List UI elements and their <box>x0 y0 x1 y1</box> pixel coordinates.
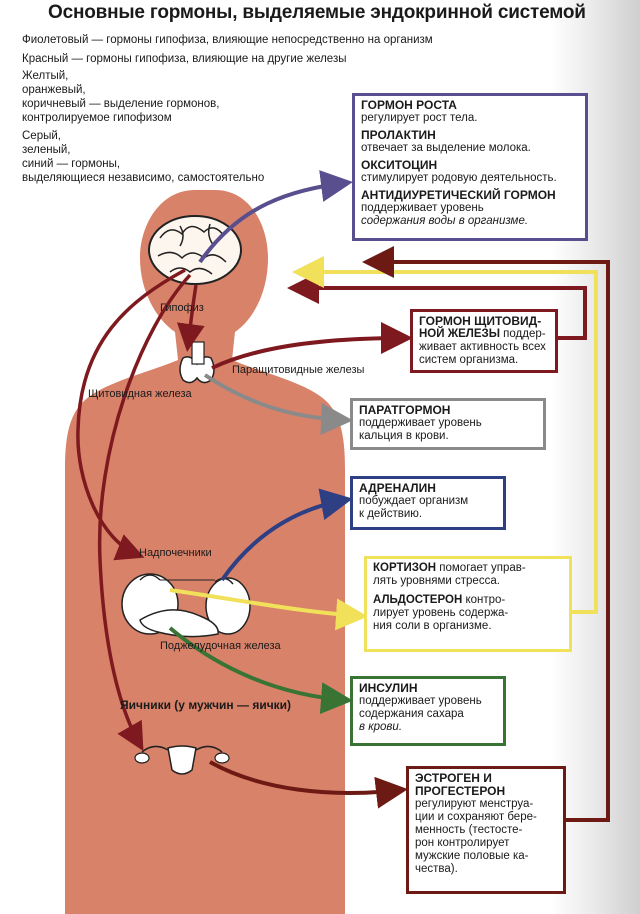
growth-hormone-title: ГОРМОН РОСТА <box>361 98 457 112</box>
aldosterone-title: АЛЬДОСТЕРОН <box>373 594 463 606</box>
legend-independent-4: выделяющиеся независимо, самостоятельно <box>22 172 265 184</box>
arrow-brown-estrogen <box>209 760 408 809</box>
legend-independent-block: Серый, зеленый, синий — гормоны, выделяю… <box>22 129 264 185</box>
cortisone-desc-1: помогает управ- <box>436 562 526 574</box>
estrogen-desc-6: чества). <box>415 863 458 875</box>
box-thyroid-hormone: ГОРМОН ЩИТОВИД- НОЙ ЖЕЛЕЗЫ поддер- живае… <box>410 309 558 373</box>
legend-controlled-block: Желтый, оранжевый, коричневый — выделени… <box>22 69 219 125</box>
oxytocin-title: ОКСИТОЦИН <box>361 158 438 172</box>
adh-desc-1: поддерживает уровень <box>361 202 484 214</box>
aldosterone-desc-3: ния соли в организме. <box>373 620 492 632</box>
prolactin-title: ПРОЛАКТИН <box>361 128 436 142</box>
estrogen-desc-5: мужские половые ка- <box>415 850 529 862</box>
estrogen-desc-1: регулируют менструа- <box>415 798 534 810</box>
estrogen-title-2: ПРОГЕСТЕРОН <box>415 784 506 798</box>
cortisone-title: КОРТИЗОН <box>373 562 437 574</box>
arrow-thyroid-to-box <box>211 322 413 370</box>
thyroid-hormone-desc-3: систем организма. <box>419 354 519 366</box>
page-title: Основные гормоны, выделяемые эндокринной… <box>48 2 586 23</box>
arrow-yellow-feedback <box>292 256 598 614</box>
arrow-red-ovaries <box>97 273 192 752</box>
box-estrogen-progesterone: ЭСТРОГЕН И ПРОГЕСТЕРОН регулируют менстр… <box>406 766 566 894</box>
box-insulin: ИНСУЛИН поддерживает уровень содержания … <box>350 676 506 746</box>
estrogen-desc-3: менность (тестосте- <box>415 824 523 836</box>
box-adrenalin: АДРЕНАЛИН побуждает организм к действию. <box>350 476 506 530</box>
legend-independent-2: зеленый, <box>22 144 71 156</box>
box-parathyroid-hormone: ПАРАТГОРМОН поддерживает уровень кальция… <box>350 398 546 450</box>
arrow-red-pituitary-loop <box>76 268 186 561</box>
aldosterone-desc-2: лирует уровень содержа- <box>373 607 509 619</box>
adrenalin-title: АДРЕНАЛИН <box>359 481 436 495</box>
insulin-desc-3: в крови. <box>359 721 403 733</box>
thyroid-hormone-desc-2: живает активность всех <box>419 341 546 353</box>
adrenalin-desc-2: к действию. <box>359 508 423 520</box>
adrenal-pancreas-icon <box>121 573 251 638</box>
brain-icon <box>148 215 242 285</box>
label-thyroid: Щитовидная железа <box>88 388 192 400</box>
thyroid-hormone-title-1: ГОРМОН ЩИТОВИД- <box>419 314 542 328</box>
arrow-violet-growth <box>198 170 353 264</box>
legend-independent-3: синий — гормоны, <box>22 158 121 170</box>
legend-violet: Фиолетовый — гормоны гипофиза, влияющие … <box>22 34 433 46</box>
prolactin-desc: отвечает за выделение молока. <box>361 142 531 154</box>
aldosterone-desc-1: контро- <box>462 594 506 606</box>
arrow-thyroid-feedback <box>287 272 587 340</box>
thyroid-hormone-title-2: НОЙ ЖЕЛЕЗЫ <box>419 328 500 340</box>
parathormone-title: ПАРАТГОРМОН <box>359 403 451 417</box>
label-ovaries: Яичники (у мужчин — яички) <box>120 698 292 712</box>
label-pancreas: Поджелудочная железа <box>160 640 281 652</box>
insulin-title: ИНСУЛИН <box>359 681 418 695</box>
arrow-gray-parathyroid <box>203 373 353 436</box>
legend: Фиолетовый — гормоны гипофиза, влияющие … <box>22 33 433 47</box>
estrogen-desc-2: ции и сохраняют бере- <box>415 811 537 823</box>
legend-controlled-1: Желтый, <box>22 70 69 82</box>
box-pituitary-hormones: ГОРМОН РОСТА регулирует рост тела. ПРОЛА… <box>352 93 588 241</box>
legend-independent-1: Серый, <box>22 130 61 142</box>
growth-hormone-desc: регулирует рост тела. <box>361 112 478 124</box>
insulin-desc-1: поддерживает уровень <box>359 695 482 707</box>
thyroid-hormone-desc-1: поддер- <box>499 328 546 340</box>
arrow-brown-feedback <box>362 246 610 822</box>
cortisone-desc-2: лять уровнями стресса. <box>373 575 500 587</box>
arrow-red-thyroid <box>176 284 205 352</box>
legend-controlled-2: оранжевый, <box>22 84 86 96</box>
legend-controlled-4: контролируемое гипофизом <box>22 112 172 124</box>
ovaries-icon <box>134 745 230 775</box>
box-cortisone-aldosterone: КОРТИЗОН помогает управ- лять уровнями с… <box>364 556 572 652</box>
insulin-desc-2: содержания сахара <box>359 708 464 720</box>
adh-title: АНТИДИУРЕТИЧЕСКИЙ ГОРМОН <box>361 188 556 202</box>
arrow-green-insulin <box>168 626 353 715</box>
adh-desc-2: содержания воды в организме. <box>361 215 529 227</box>
legend-red: Красный — гормоны гипофиза, влияющие на … <box>22 53 347 65</box>
oxytocin-desc: стимулирует родовую деятельность. <box>361 172 557 184</box>
adrenalin-desc-1: побуждает организм <box>359 495 469 507</box>
parathormone-desc-2: кальция в крови. <box>359 430 449 442</box>
legend-controlled-3: коричневый — выделение гормонов, <box>22 98 220 110</box>
label-adrenals: Надпочечники <box>139 547 212 559</box>
estrogen-title-1: ЭСТРОГЕН И <box>415 771 492 785</box>
label-pituitary: Гипофиз <box>160 302 204 314</box>
parathormone-desc-1: поддерживает уровень <box>359 417 482 429</box>
estrogen-desc-4: рон контролирует <box>415 837 510 849</box>
arrow-blue-adrenalin <box>220 488 353 582</box>
legend-red-block: Красный — гормоны гипофиза, влияющие на … <box>22 52 347 66</box>
label-parathyroid: Паращитовидные железы <box>232 364 365 376</box>
arrow-yellow-cortisone <box>169 588 368 631</box>
